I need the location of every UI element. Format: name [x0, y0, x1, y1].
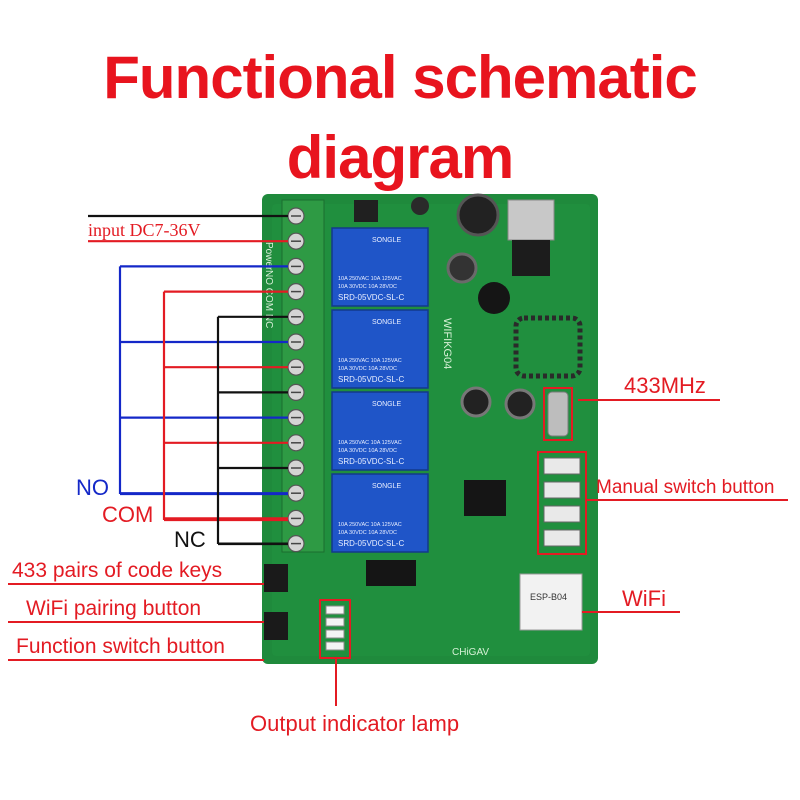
terminal-screws	[287, 207, 305, 553]
wifi-module-text: ESP-B04	[530, 592, 567, 602]
relay-rating-text: 10A 250VAC 10A 125VAC	[338, 358, 402, 364]
relay-rating-text: 10A 30VDC 10A 28VDC	[338, 284, 397, 290]
no-label: NO	[76, 475, 109, 500]
relay-brand-text: SONGLE	[372, 237, 402, 244]
relay-model-text: SRD-05VDC-SL-C	[338, 539, 404, 548]
indicator-led	[325, 641, 345, 651]
capacitor-a	[460, 386, 492, 418]
manual-switch-button	[543, 505, 581, 523]
relays: SONGLE 10A 250VAC 10A 125VAC 10A 30VDC 10A…	[331, 227, 429, 553]
manual-switch-button	[543, 481, 581, 499]
frequency-label: 433MHz	[624, 373, 706, 398]
crystal	[547, 391, 569, 437]
relay-rating-text: 10A 30VDC 10A 28VDC	[338, 448, 397, 454]
crystal-highlight	[543, 387, 573, 441]
capacitor-small	[411, 197, 429, 215]
manual-button-highlight	[537, 451, 587, 555]
function-switch[interactable]	[264, 612, 288, 640]
wifi-pairing-label: WiFi pairing button	[26, 597, 202, 620]
capacitor-mid	[446, 252, 478, 284]
nc-label: NC	[174, 527, 206, 552]
voltage-regulator	[507, 199, 555, 241]
page-title: Functional schematic diagram	[103, 44, 697, 191]
board-brand-text: CHiGAV	[452, 647, 489, 658]
output-leds	[325, 605, 345, 651]
driver-chip	[366, 560, 416, 586]
relay-brand-text: SONGLE	[372, 319, 402, 326]
mcu-chip	[464, 480, 506, 516]
inductor	[478, 282, 510, 314]
relay-rating-text: 10A 30VDC 10A 28VDC	[338, 366, 397, 372]
function-switch-label: Function switch button	[16, 635, 225, 658]
manual-switch-button	[543, 529, 581, 547]
manual-buttons	[543, 457, 581, 547]
relay-brand-text: SONGLE	[372, 401, 402, 408]
relay-rating-text: 10A 250VAC 10A 125VAC	[338, 522, 402, 528]
relay-brand-text: SONGLE	[372, 483, 402, 490]
wifi-module	[519, 573, 583, 631]
capacitor-large	[456, 193, 500, 237]
relay-model-text: SRD-05VDC-SL-C	[338, 457, 404, 466]
relay-body	[331, 391, 429, 471]
capacitor-b	[504, 388, 536, 420]
manual-switch-label: Manual switch button	[596, 477, 775, 498]
indicator-led	[325, 629, 345, 639]
antenna-coil	[513, 315, 583, 379]
com-label: COM	[102, 502, 154, 527]
code-keys-label: 433 pairs of code keys	[12, 559, 223, 582]
chip-top	[354, 200, 378, 222]
relay-model-text: SRD-05VDC-SL-C	[338, 375, 404, 384]
relay-model-text: SRD-05VDC-SL-C	[338, 293, 404, 302]
relay-rating-text: 10A 250VAC 10A 125VAC	[338, 276, 402, 282]
relay-rating-text: 10A 30VDC 10A 28VDC	[338, 530, 397, 536]
relay-body	[331, 473, 429, 553]
manual-switch-button	[543, 457, 581, 475]
regulator-body	[512, 240, 550, 276]
wifi-label: WiFi	[622, 586, 666, 611]
indicator-led	[325, 617, 345, 627]
board-model-text: WIFIKG04	[441, 318, 453, 369]
code-key-switch[interactable]	[264, 564, 288, 592]
terminal-block	[281, 199, 325, 553]
relay-body	[331, 309, 429, 389]
terminal-power-label: Power	[263, 242, 274, 271]
wiring	[88, 214, 288, 546]
input-voltage-label: input DC7-36V	[88, 220, 201, 240]
terminal-output-label: NO COM NC	[263, 270, 274, 328]
relay-rating-text: 10A 250VAC 10A 125VAC	[338, 440, 402, 446]
relay-body	[331, 227, 429, 307]
indicator-led	[325, 605, 345, 615]
output-lamp-label: Output indicator lamp	[250, 711, 460, 736]
